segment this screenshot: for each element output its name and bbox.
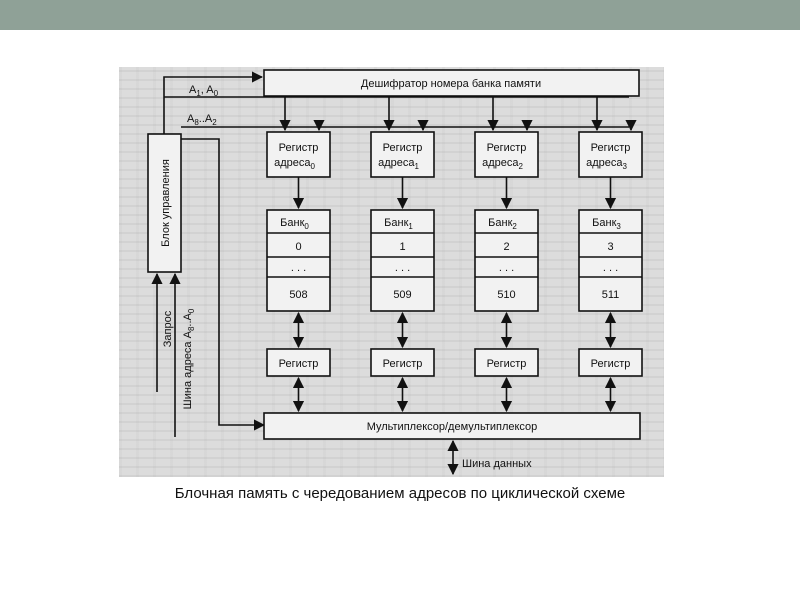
bank-1-bank-box xyxy=(370,209,435,312)
bank-3-address-register-line1: Регистр xyxy=(591,142,631,154)
bank-2-last-cell: 510 xyxy=(497,289,515,301)
bank-3-data-register-label: Регистр xyxy=(591,358,631,370)
bank-0-address-register-line2: адреса0 xyxy=(274,157,315,171)
bank-2-address-register-line2: адреса2 xyxy=(482,157,523,171)
control-to-decoder-line xyxy=(163,71,264,134)
bank-0-data-register-label: Регистр xyxy=(279,358,319,370)
mux-label: Мультиплексор/демультиплексор xyxy=(367,421,538,433)
bank-1-address-register-line2: адреса1 xyxy=(378,157,419,171)
bank-1-last-cell: 509 xyxy=(393,289,411,301)
bank-2-data-register-label: Регистр xyxy=(487,358,527,370)
request-label: Запрос xyxy=(162,310,174,347)
bank-0-last-cell: 508 xyxy=(289,289,307,301)
bank-0-dots-cell: . . . xyxy=(291,262,306,274)
bank-2-dots-cell: . . . xyxy=(499,262,514,274)
bank-0-address-register-line1: Регистр xyxy=(279,142,319,154)
bank-3-address-register-box xyxy=(578,131,643,178)
control-to-mux-line xyxy=(181,138,266,431)
figure-caption: Блочная память с чередованием адресов по… xyxy=(174,485,626,502)
bank-2-bank-box xyxy=(474,209,539,312)
bank-1-address-register-box xyxy=(370,131,435,178)
bank-0-address-register-box xyxy=(266,131,331,178)
control-block-label: Блок управления xyxy=(160,159,172,247)
bank-1-dots-cell: . . . xyxy=(395,262,410,274)
bank-1-data-register-box xyxy=(370,348,435,377)
data-bus-label: Шина данных xyxy=(462,458,532,470)
decoder-box xyxy=(263,69,640,97)
bank-3-last-cell: 511 xyxy=(602,289,620,301)
bank-0-first-cell: 0 xyxy=(295,241,301,253)
bank-0-data-register-box xyxy=(266,348,331,377)
bank-3-bank-box xyxy=(578,209,643,312)
mux-box xyxy=(263,412,641,440)
a1-a0-label: A1, A0 xyxy=(189,84,219,98)
bank-3-data-register-box xyxy=(578,348,643,377)
bank-3-dots-cell: . . . xyxy=(603,262,618,274)
bank-2-address-register-box xyxy=(474,131,539,178)
a8-a2-label: A8..A2 xyxy=(187,113,217,127)
decoder-label: Дешифратор номера банка памяти xyxy=(361,78,541,90)
bank-3-bank-title: Банк3 xyxy=(592,217,621,231)
bank-0-bank-title: Банк0 xyxy=(280,217,309,231)
diagram-svg: Дешифратор номера банка памяти Блок упра… xyxy=(147,69,643,476)
bank-1-data-register-label: Регистр xyxy=(383,358,423,370)
bank-2-bank-title: Банк2 xyxy=(488,217,517,231)
memory-diagram-figure: Дешифратор номера банка памяти Блок упра… xyxy=(119,67,664,477)
bank-2-first-cell: 2 xyxy=(503,241,509,253)
bank-1-address-register-line1: Регистр xyxy=(383,142,423,154)
bank-3-first-cell: 3 xyxy=(607,241,613,253)
address-bus-label: Шина адреса A8..A0 xyxy=(182,308,196,409)
bank-3-address-register-line2: адреса3 xyxy=(586,157,627,171)
bank-0-bank-box xyxy=(266,209,331,312)
bank-2-data-register-box xyxy=(474,348,539,377)
bank-2-address-register-line1: Регистр xyxy=(487,142,527,154)
top-bar xyxy=(0,0,800,30)
bank-1-first-cell: 1 xyxy=(399,241,405,253)
bank-1-bank-title: Банк1 xyxy=(384,217,413,231)
